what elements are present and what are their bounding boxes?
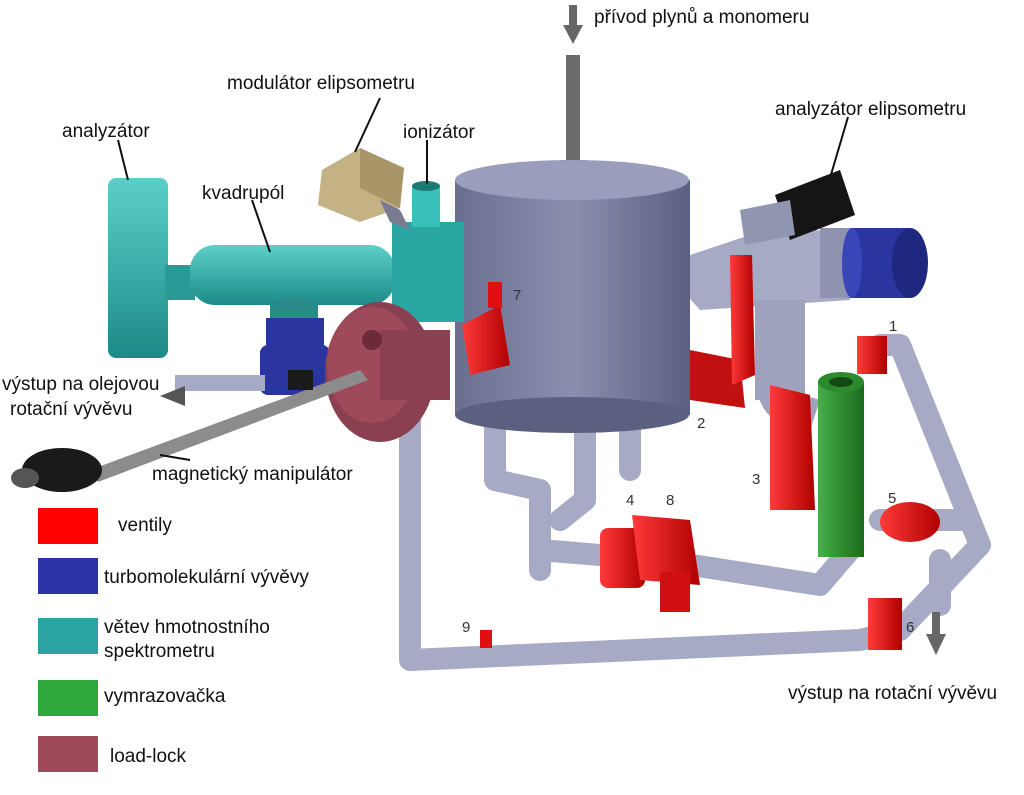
ellipsometer-modulator-device bbox=[318, 148, 410, 230]
legend-label-valves: ventily bbox=[118, 515, 172, 536]
valve-4 bbox=[600, 528, 645, 588]
gas-inlet-label: přívod plynů a monomeru bbox=[594, 7, 810, 28]
legend-label-cold-trap: vymrazovačka bbox=[104, 686, 226, 707]
ellipsometer-analyzer-label: analyzátor elipsometru bbox=[775, 99, 967, 120]
legend-label-mass-spec-line2: spektrometru bbox=[104, 641, 215, 662]
quadrupole-label: kvadrupól bbox=[202, 183, 285, 204]
oil-outlet-label-line2: rotační vývěvu bbox=[10, 399, 133, 420]
valve-number-2: 2 bbox=[697, 415, 706, 432]
valves bbox=[462, 255, 940, 650]
valve-number-4: 4 bbox=[626, 492, 635, 509]
legend-swatch-valves bbox=[38, 508, 98, 544]
rotary-outlet-arrow bbox=[926, 612, 946, 655]
valve-7 bbox=[462, 305, 510, 375]
legend-swatch-load-lock bbox=[38, 736, 98, 772]
legend-swatch-mass-spec bbox=[38, 618, 98, 654]
valve-2-body bbox=[730, 255, 755, 385]
valve-6 bbox=[868, 598, 902, 650]
valve-number-1: 1 bbox=[889, 318, 898, 335]
valve-9 bbox=[480, 630, 492, 648]
main-chamber bbox=[455, 160, 690, 433]
magnetic-manipulator-label: magnetický manipulátor bbox=[152, 464, 353, 485]
ionizer-label: ionizátor bbox=[403, 122, 475, 143]
valve-5 bbox=[880, 502, 940, 542]
oil-outlet-pipe bbox=[160, 375, 265, 406]
legend-label-turbo: turbomolekulární vývěvy bbox=[104, 567, 309, 588]
valve-number-9: 9 bbox=[462, 619, 471, 636]
valve-2 bbox=[690, 350, 745, 408]
cold-trap bbox=[818, 372, 864, 557]
analyzer-label: analyzátor bbox=[62, 121, 150, 142]
valve-3 bbox=[770, 385, 815, 510]
ellipsometer-modulator-label: modulátor elipsometru bbox=[227, 73, 415, 94]
label-leader-lines bbox=[117, 97, 849, 461]
legend-swatch-cold-trap bbox=[38, 680, 98, 716]
turbo-pump-right bbox=[842, 228, 928, 298]
rotary-outlet-label: výstup na rotační vývěvu bbox=[788, 683, 998, 704]
oil-outlet-label-line1: výstup na olejovou bbox=[2, 374, 160, 395]
valve-8-flange bbox=[660, 572, 690, 612]
legend-label-mass-spec-line1: větev hmotnostního bbox=[104, 617, 270, 638]
magnetic-manipulator bbox=[11, 370, 368, 492]
valve-number-3: 3 bbox=[752, 471, 761, 488]
valve-number-7: 7 bbox=[513, 287, 522, 304]
valve-1 bbox=[857, 336, 887, 374]
valve-number-6: 6 bbox=[906, 619, 915, 636]
valve-number-5: 5 bbox=[888, 490, 897, 507]
valve-number-8: 8 bbox=[666, 492, 675, 509]
ellipsometer-analyzer-device bbox=[740, 170, 855, 245]
valve-7-cap bbox=[488, 282, 502, 308]
legend-label-load-lock: load-lock bbox=[110, 746, 187, 767]
valve-8 bbox=[632, 515, 700, 585]
mass-spectrometer-branch bbox=[108, 178, 464, 358]
load-lock bbox=[325, 302, 450, 442]
legend-swatch-turbo bbox=[38, 558, 98, 594]
gas-inlet bbox=[560, 5, 586, 176]
